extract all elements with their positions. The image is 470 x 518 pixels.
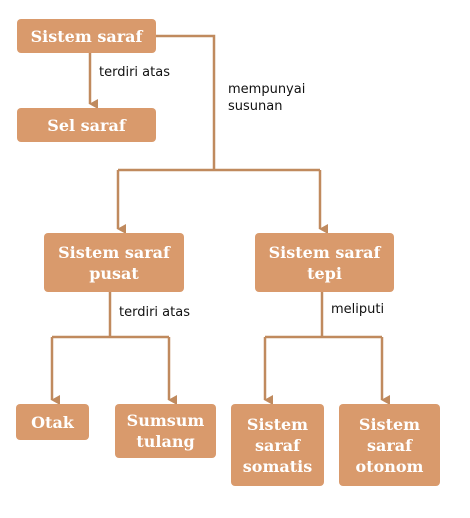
node-otak: Otak	[16, 404, 89, 440]
node-sistem-saraf-otonom: Sistem saraf otonom	[339, 404, 440, 486]
trunk-line	[156, 34, 216, 170]
label-meliputi: meliputi	[331, 302, 385, 317]
node-sistem-saraf: Sistem saraf	[17, 19, 156, 53]
label-mempunyai-susunan: mempunyai susunan	[228, 82, 306, 114]
node-sistem-saraf-tepi: Sistem saraf tepi	[255, 233, 394, 292]
node-sistem-saraf-somatis: Sistem saraf somatis	[231, 404, 324, 486]
node-sistem-saraf-pusat: Sistem saraf pusat	[44, 233, 184, 292]
label-terdiri-atas-pusat: terdiri atas	[119, 305, 190, 320]
node-sel-saraf: Sel saraf	[17, 108, 156, 142]
node-sumsum-tulang: Sumsum tulang	[115, 404, 216, 458]
label-terdiri-atas-top: terdiri atas	[99, 65, 170, 80]
